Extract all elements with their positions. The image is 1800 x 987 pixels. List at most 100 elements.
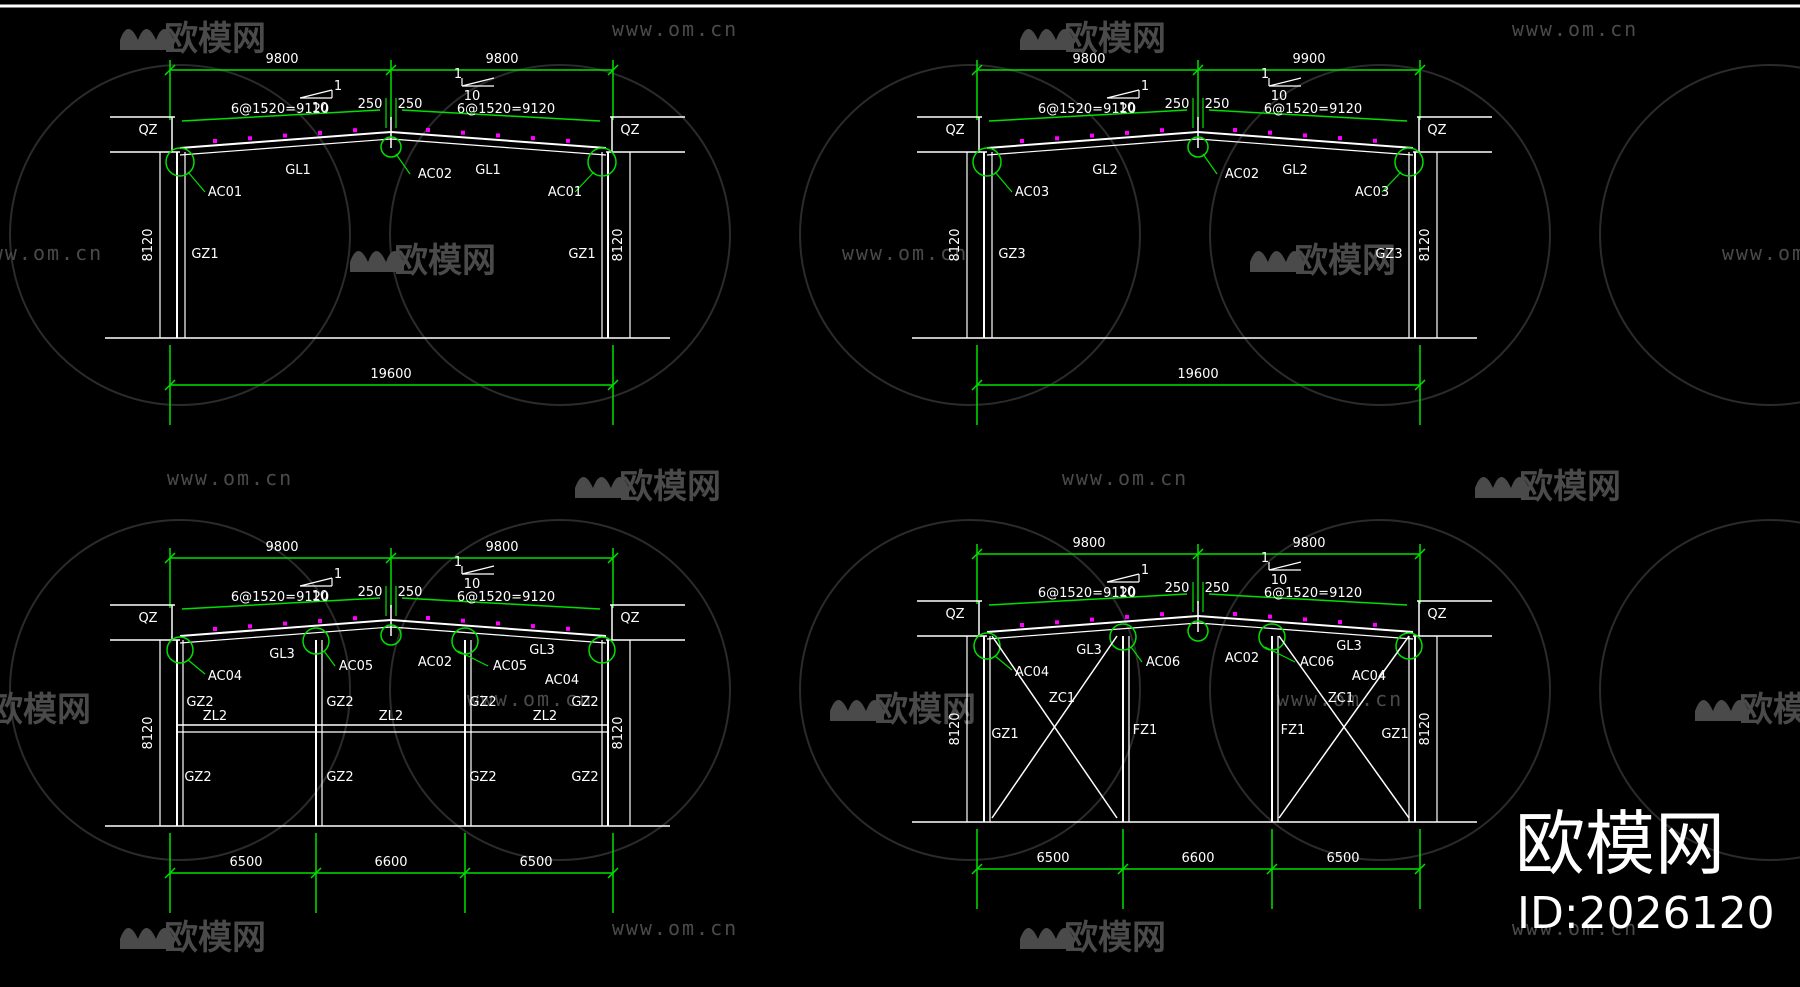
node-d-label: AC05 — [493, 659, 527, 674]
purlin-mark — [1125, 614, 1129, 619]
watermark-url: www.om.cn — [1512, 916, 1638, 940]
slope-hyp — [461, 77, 495, 87]
dim-tick — [1266, 863, 1278, 875]
corner-left-label: QZ — [138, 123, 157, 138]
dim-top-right: 9800 — [485, 540, 518, 555]
purlin-mark — [566, 138, 570, 143]
brace-label-left: ZC1 — [1049, 691, 1075, 706]
watermark-sofa-icon — [120, 928, 174, 949]
fz-label-left: FZ1 — [1133, 723, 1158, 738]
rafter-left-bottom — [986, 622, 1199, 640]
leader — [187, 659, 206, 675]
span-left-label: 6@1520=9120 — [231, 590, 329, 605]
watermark-sofa-icon — [1250, 251, 1304, 272]
watermark-brand: 欧模网 — [1064, 19, 1166, 59]
leader — [1381, 171, 1402, 193]
watermark-brand: 欧模网 — [1739, 690, 1800, 730]
leader — [457, 650, 489, 667]
purlin-mark — [1090, 617, 1094, 622]
node-ridge — [1187, 136, 1209, 158]
gz-label-left: GZ1 — [991, 727, 1018, 742]
watermark-sofa-icon — [1695, 700, 1749, 721]
purlin-mark — [1090, 133, 1094, 138]
dim-top-right: 9800 — [1292, 536, 1325, 551]
ridge-left-label: 250 — [1165, 97, 1190, 112]
rafter-left-bottom — [179, 138, 392, 156]
node-b-label: AC05 — [339, 659, 373, 674]
beam-right-label: GL3 — [529, 643, 555, 658]
column-right-label: GZ1 — [568, 247, 595, 262]
node-b-label: AC06 — [1146, 655, 1180, 670]
purlin-mark — [426, 128, 430, 132]
ridge-right-label: 250 — [398, 97, 423, 112]
purlin-mark — [531, 624, 535, 629]
node-ridge-label: AC02 — [1225, 167, 1259, 182]
span-left-label: 6@1520=9120 — [1038, 102, 1136, 117]
purlin-mark — [1268, 130, 1272, 135]
purlin-mark — [1303, 617, 1307, 622]
slope-run: 10 — [1119, 101, 1136, 116]
slope-rise: 1 — [1261, 67, 1269, 82]
dim-tick — [607, 64, 619, 76]
leader — [1130, 646, 1143, 663]
watermark-brand: 欧模网 — [394, 241, 496, 281]
slope-rise: 1 — [334, 79, 342, 94]
leader — [1202, 153, 1218, 175]
purlin-mark — [318, 130, 322, 135]
purlin-mark — [1055, 136, 1059, 141]
purlin-mark — [461, 618, 465, 623]
watermark-layer: 欧模网欧模网欧模网欧模网欧模网欧模网欧模网欧模网欧模网欧模网欧模网www.om.… — [0, 17, 1800, 958]
dim-tick — [1414, 863, 1426, 875]
purlin-mark — [1338, 620, 1342, 625]
beam-right-label: GL2 — [1282, 163, 1308, 178]
span-dim-left — [181, 109, 381, 122]
span-dim-left — [988, 109, 1188, 122]
purlin-mark — [1373, 138, 1377, 143]
purlin-mark — [1233, 612, 1237, 616]
gz-upper-label: GZ2 — [326, 695, 353, 710]
node-e — [588, 636, 616, 664]
corner-right-label: QZ — [1427, 607, 1446, 622]
watermark-sofa-icon — [1475, 477, 1529, 498]
height-right-label: 8120 — [1418, 228, 1433, 261]
dim-top-left: 9800 — [265, 52, 298, 67]
watermark-ring — [1209, 64, 1551, 406]
slope-hyp — [1268, 561, 1302, 571]
bottom-total-label: 19600 — [1177, 367, 1218, 382]
watermark-ring — [9, 64, 351, 406]
ridge-right-label: 250 — [1205, 97, 1230, 112]
gz-upper-label: GZ2 — [186, 695, 213, 710]
slope-hyp — [1106, 573, 1140, 583]
height-right-label: 8120 — [611, 228, 626, 261]
span-dim-right — [401, 109, 601, 122]
purlin-mark — [1160, 612, 1164, 617]
node-a-label: AC04 — [208, 669, 242, 684]
brace-label-right: ZC1 — [1328, 691, 1354, 706]
dim-tick — [971, 379, 983, 391]
beam-left-label: GL1 — [285, 163, 311, 178]
node-right — [587, 147, 617, 177]
column-left-label: GZ3 — [998, 247, 1025, 262]
corner-right-label: QZ — [620, 611, 639, 626]
purlin-mark — [496, 133, 500, 138]
dim-tick — [385, 64, 397, 76]
purlin-mark — [248, 624, 252, 629]
dim-top-left: 9800 — [1072, 536, 1105, 551]
leader — [994, 655, 1013, 671]
watermark-url: www.om.cn — [1722, 241, 1800, 265]
dim-top-left: 9800 — [265, 540, 298, 555]
corner-right-label: QZ — [1427, 123, 1446, 138]
slope-hyp — [1268, 77, 1302, 87]
gz-lower-label: GZ2 — [571, 770, 598, 785]
gz-lower-label: GZ2 — [184, 770, 211, 785]
span-dim-right — [1208, 109, 1408, 122]
ridge-left-label: 250 — [1165, 581, 1190, 596]
height-left-label: 8120 — [948, 228, 963, 261]
span-right-label: 6@1520=9120 — [1264, 102, 1362, 117]
watermark-ring — [799, 519, 1141, 861]
purlin-mark — [1268, 614, 1272, 619]
dim-tick — [1414, 64, 1426, 76]
